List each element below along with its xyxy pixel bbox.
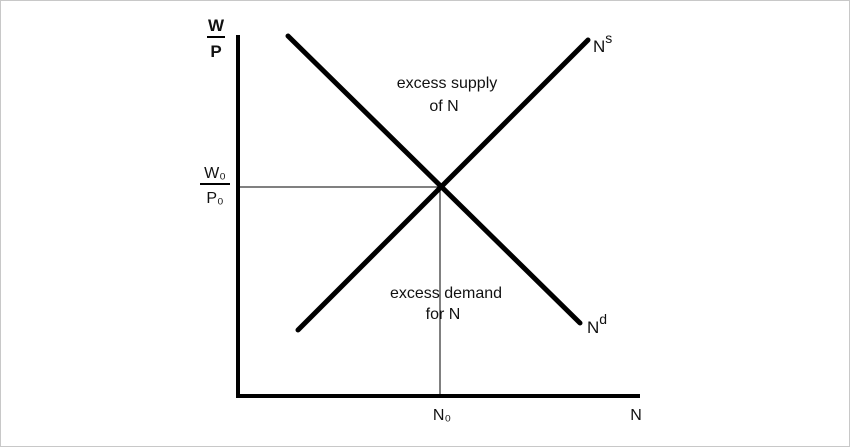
supply-curve-label-superscript: s — [605, 30, 612, 46]
supply-curve-label-base: N — [593, 37, 605, 56]
equilibrium-quantity-label: N₀ — [433, 407, 451, 424]
equilibrium-wage-numerator: W₀ — [204, 165, 226, 182]
excess-demand-line1: excess demand — [390, 285, 502, 302]
x-axis-label: N — [630, 407, 642, 424]
y-axis-label-denominator: P — [210, 42, 221, 61]
labor-demand-curve — [285, 33, 583, 326]
supply-curve-label: Ns — [593, 30, 612, 56]
demand-curve-label-base: N — [587, 318, 599, 337]
excess-demand-line2: for N — [426, 306, 461, 323]
demand-curve-label-superscript: d — [599, 311, 607, 327]
y-axis-label-numerator: W — [208, 16, 225, 35]
excess-supply-line2: of N — [429, 98, 458, 115]
demand-curve-label: Nd — [587, 311, 607, 337]
excess-supply-line1: excess supply — [397, 75, 498, 92]
equilibrium-wage-denominator: P₀ — [206, 190, 223, 207]
